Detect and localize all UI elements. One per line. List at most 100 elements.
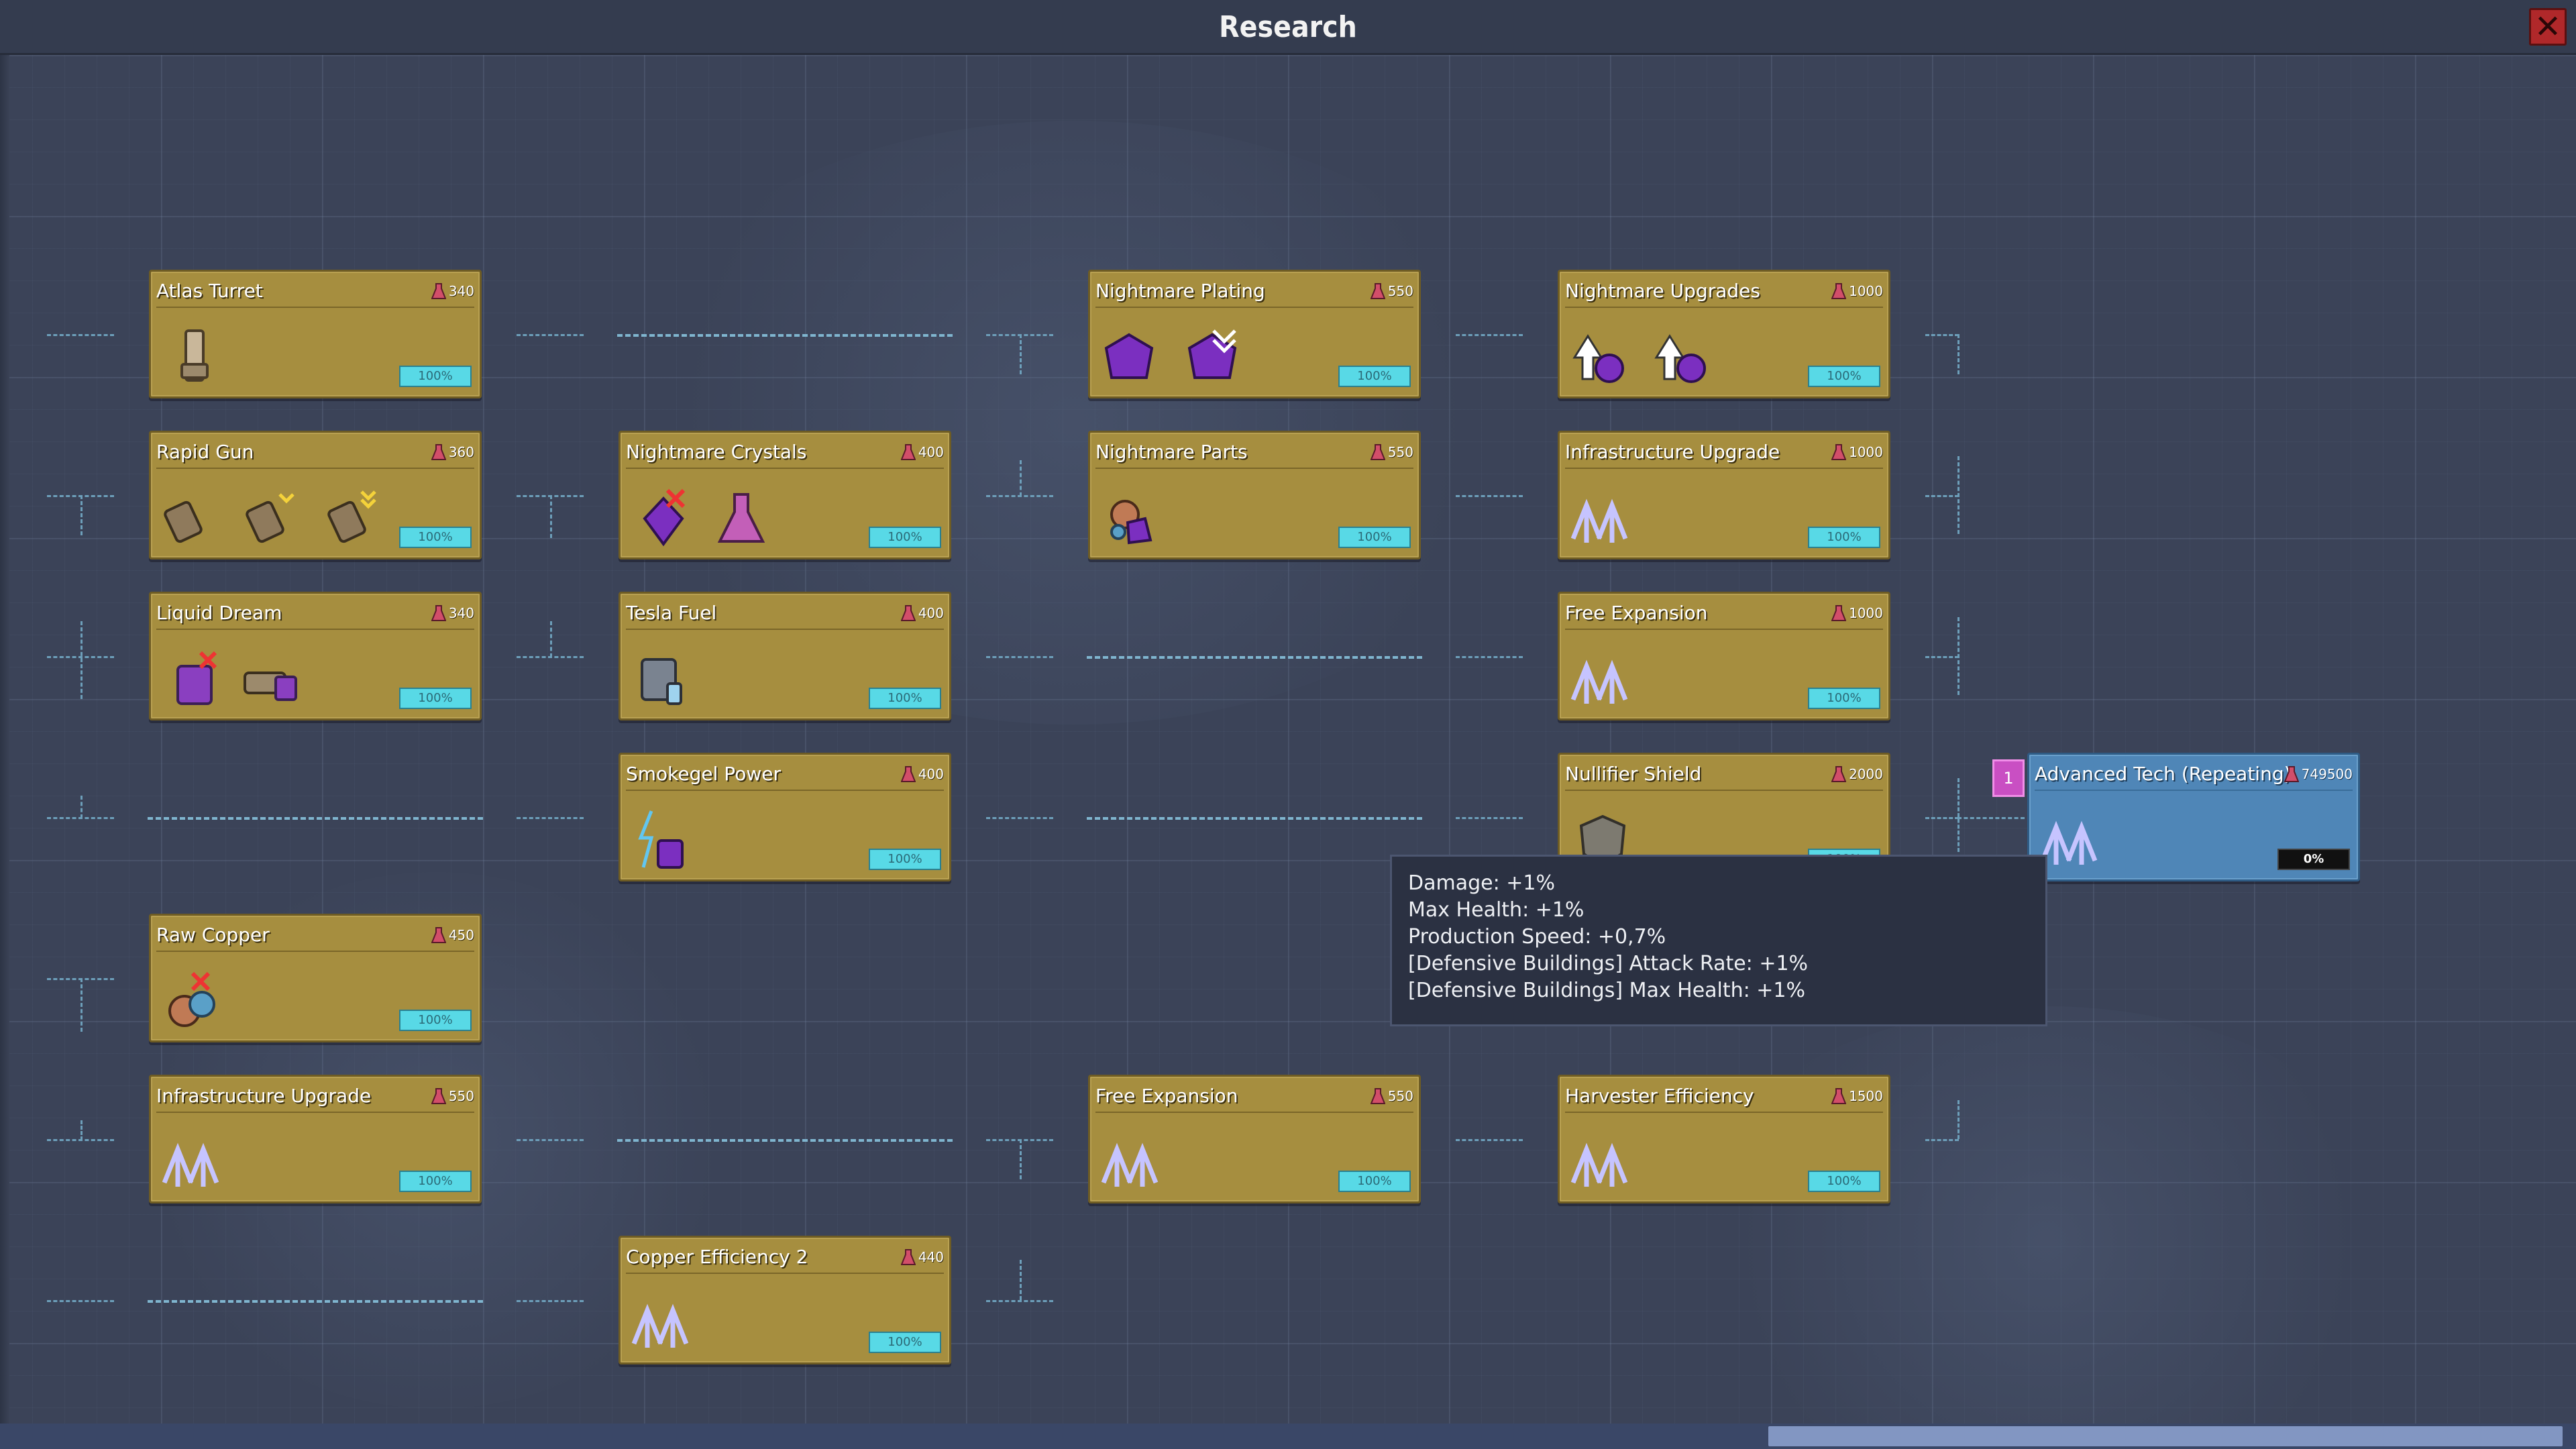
card-title: Infrastructure Upgrade (1565, 441, 1780, 463)
connector-line (1020, 1139, 1022, 1179)
card-cost: 340 (431, 604, 474, 622)
card-divider (1095, 307, 1413, 308)
turret-icon (180, 329, 209, 382)
card-divider (626, 790, 944, 791)
connector-line (517, 1139, 584, 1141)
card-divider (1565, 1112, 1883, 1113)
card-cost: 450 (431, 926, 474, 944)
tooltip-line: [Defensive Buildings] Max Health: +1% (1408, 979, 1806, 1002)
gun-upgrade-2-icon (327, 490, 376, 543)
progress-bar: 100% (1808, 366, 1880, 387)
connector-line (1020, 1260, 1022, 1300)
research-tooltip: Damage: +1% Max Health: +1% Production S… (1390, 855, 2047, 1026)
research-card-free-expansion[interactable]: Free Expansion 550 100% (1088, 1075, 1421, 1203)
research-card-raw-copper[interactable]: Raw Copper 450 100% (149, 914, 482, 1042)
card-title: Tesla Fuel (626, 602, 717, 624)
connector-line (617, 1139, 953, 1142)
progress-bar: 100% (1808, 688, 1880, 709)
connector-line (148, 817, 483, 820)
window-title: Research (1219, 10, 1357, 44)
card-divider (1565, 790, 1883, 791)
connector-line (148, 1300, 483, 1303)
connector-line (550, 621, 552, 657)
research-card-smokegel-power[interactable]: Smokegel Power 400 100% (619, 753, 951, 881)
upgrade-arrows-icon (1570, 1142, 1628, 1187)
research-card-nightmare-crystals[interactable]: Nightmare Crystals 400 100% (619, 431, 951, 559)
connector-line (517, 817, 584, 819)
upgrade-arrows-icon (1101, 1142, 1159, 1187)
card-divider (156, 629, 474, 630)
research-card-rapid-gun[interactable]: Rapid Gun 360 100% (149, 431, 482, 559)
liquid-jar-icon (176, 651, 217, 705)
card-cost: 550 (431, 1087, 474, 1105)
progress-bar: 0% (2277, 849, 2350, 870)
flask-potion-icon (717, 493, 765, 543)
progress-bar: 100% (1338, 1171, 1411, 1192)
card-title: Nightmare Crystals (626, 441, 807, 463)
card-divider (2035, 790, 2353, 791)
flask-icon (900, 765, 916, 783)
connector-line (1957, 1100, 1960, 1139)
research-card-advanced-tech[interactable]: Advanced Tech (Repeating) 749500 0% (2027, 753, 2360, 881)
research-card-tesla-fuel[interactable]: Tesla Fuel 400 100% (619, 592, 951, 720)
tooltip-line: Max Health: +1% (1408, 898, 1585, 922)
research-card-atlas-turret[interactable]: Atlas Turret 340 100% (149, 270, 482, 398)
flask-icon (1370, 282, 1386, 300)
connector-line (1925, 656, 1959, 658)
progress-bar: 100% (399, 688, 472, 709)
lightning-icon (638, 810, 684, 869)
card-title: Free Expansion (1565, 602, 1708, 624)
card-divider (626, 629, 944, 630)
card-title: Nightmare Upgrades (1565, 280, 1760, 302)
research-card-free-expansion-2[interactable]: Free Expansion 1000 100% (1558, 592, 1890, 720)
gun-icon (164, 500, 203, 543)
tooltip-line: [Defensive Buildings] Attack Rate: +1% (1408, 952, 1809, 975)
card-cost: 440 (900, 1248, 944, 1266)
scrollbar-thumb[interactable] (1768, 1426, 2563, 1446)
research-card-harvester-efficiency[interactable]: Harvester Efficiency 1500 100% (1558, 1075, 1890, 1203)
progress-bar: 100% (1808, 527, 1880, 548)
connector-line (1957, 778, 1960, 852)
connector-line (1020, 460, 1022, 496)
research-card-nightmare-parts[interactable]: Nightmare Parts 550 100% (1088, 431, 1421, 559)
card-divider (1565, 468, 1883, 469)
card-title: Rapid Gun (156, 441, 254, 463)
progress-bar: 100% (1338, 366, 1411, 387)
crystal-icon (643, 488, 686, 547)
connector-line (517, 1300, 584, 1302)
card-title: Nightmare Plating (1095, 280, 1265, 302)
card-title: Nullifier Shield (1565, 763, 1702, 785)
research-card-infrastructure-upgrade[interactable]: Infrastructure Upgrade 550 100% (149, 1075, 482, 1203)
progress-bar: 100% (399, 527, 472, 548)
research-card-nightmare-plating[interactable]: Nightmare Plating 550 100% (1088, 270, 1421, 398)
connector-line (986, 817, 1053, 819)
upgrade-arrows-icon (631, 1303, 689, 1348)
card-cost: 1000 (1831, 443, 1883, 461)
card-cost: 550 (1370, 1087, 1413, 1105)
card-title: Raw Copper (156, 924, 270, 946)
close-button[interactable]: ✕ (2529, 8, 2567, 46)
progress-bar: 100% (869, 849, 941, 870)
card-cost: 400 (900, 604, 944, 622)
flask-icon (1370, 1087, 1386, 1105)
connector-line (617, 334, 953, 337)
card-divider (1565, 629, 1883, 630)
connector-line (1925, 817, 1959, 819)
flask-icon (431, 926, 447, 944)
connector-line (1957, 334, 1960, 374)
research-card-liquid-dream[interactable]: Liquid Dream 340 100% (149, 592, 482, 720)
research-card-infrastructure-upgrade-2[interactable]: Infrastructure Upgrade 1000 100% (1558, 431, 1890, 559)
card-divider (156, 307, 474, 308)
card-cost: 340 (431, 282, 474, 300)
connector-line (1957, 817, 2025, 819)
research-card-nightmare-upgrades[interactable]: Nightmare Upgrades 1000 100% (1558, 270, 1890, 398)
card-cost: 1500 (1831, 1087, 1883, 1105)
card-divider (1095, 468, 1413, 469)
research-card-copper-efficiency-2[interactable]: Copper Efficiency 2 440 100% (619, 1236, 951, 1364)
card-divider (156, 951, 474, 952)
connector-line (550, 495, 552, 538)
plating-icon (1104, 333, 1154, 379)
progress-bar: 100% (869, 527, 941, 548)
card-cost: 2000 (1831, 765, 1883, 783)
progress-bar: 100% (869, 1332, 941, 1353)
